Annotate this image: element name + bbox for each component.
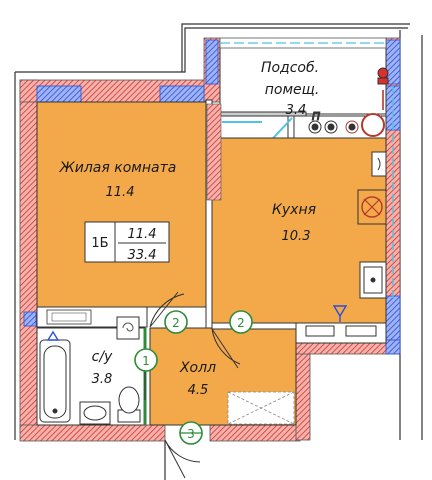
door-marker-2b-label: 2 <box>237 316 245 330</box>
apartment-code: 1Б <box>91 236 108 251</box>
room-floors <box>219 39 387 115</box>
living-room-area: 11.4 <box>106 185 135 200</box>
left-wall <box>19 79 38 431</box>
door-marker-2b <box>229 310 253 334</box>
bathroom-fixtures <box>39 316 141 425</box>
utility-mark-label: П <box>312 110 320 123</box>
kitchen-name: Кухня <box>272 202 316 218</box>
utility-room-floor <box>219 39 387 115</box>
door-marker-2a <box>164 310 188 334</box>
living-kitchen-wall <box>205 99 222 329</box>
living-room <box>36 101 208 308</box>
kitchen-triangle-marker <box>332 305 348 318</box>
door-marker-3-label: 3 <box>187 427 195 441</box>
bathroom-area: 3.8 <box>92 372 113 387</box>
apartment-summary: 1Б 11.4 33.4 <box>84 221 170 263</box>
utility-top-wall <box>219 37 387 49</box>
bath-triangle-marker <box>46 330 60 341</box>
room-labels: Жилая комната 11.4 Подсоб. помещ. 3.4 Ку… <box>59 60 320 398</box>
hall-kitchen-wall <box>211 322 387 344</box>
bathroom-name: с/у <box>92 349 113 365</box>
hall-right-wall <box>295 339 311 441</box>
door-marker-2a-label: 2 <box>172 316 180 330</box>
bottom-wall-right <box>209 424 301 442</box>
hall <box>149 327 297 426</box>
utility-room-name-1: Подсоб. <box>261 60 319 76</box>
hall-area: 4.5 <box>188 383 209 398</box>
utility-room-area: 3.4 <box>286 103 307 118</box>
kitchen-fixtures <box>332 151 387 322</box>
living-room-name: Жилая комната <box>59 160 177 176</box>
door-markers: 1 2 2 3 <box>134 310 253 445</box>
door-marker-1-label: 1 <box>142 354 150 368</box>
kitchen <box>210 137 387 329</box>
apartment-living-area: 11.4 <box>128 227 157 242</box>
drain-box <box>116 316 140 340</box>
utility-room-name-2: помещ. <box>265 82 320 98</box>
apartment-total-area: 33.4 <box>128 248 157 263</box>
door-marker-1 <box>134 348 158 372</box>
bottom-wall <box>19 424 166 442</box>
doors <box>144 291 241 479</box>
utility-equipment: П <box>293 67 389 139</box>
hall-name: Холл <box>179 360 216 376</box>
kitchen-area: 10.3 <box>282 229 311 244</box>
